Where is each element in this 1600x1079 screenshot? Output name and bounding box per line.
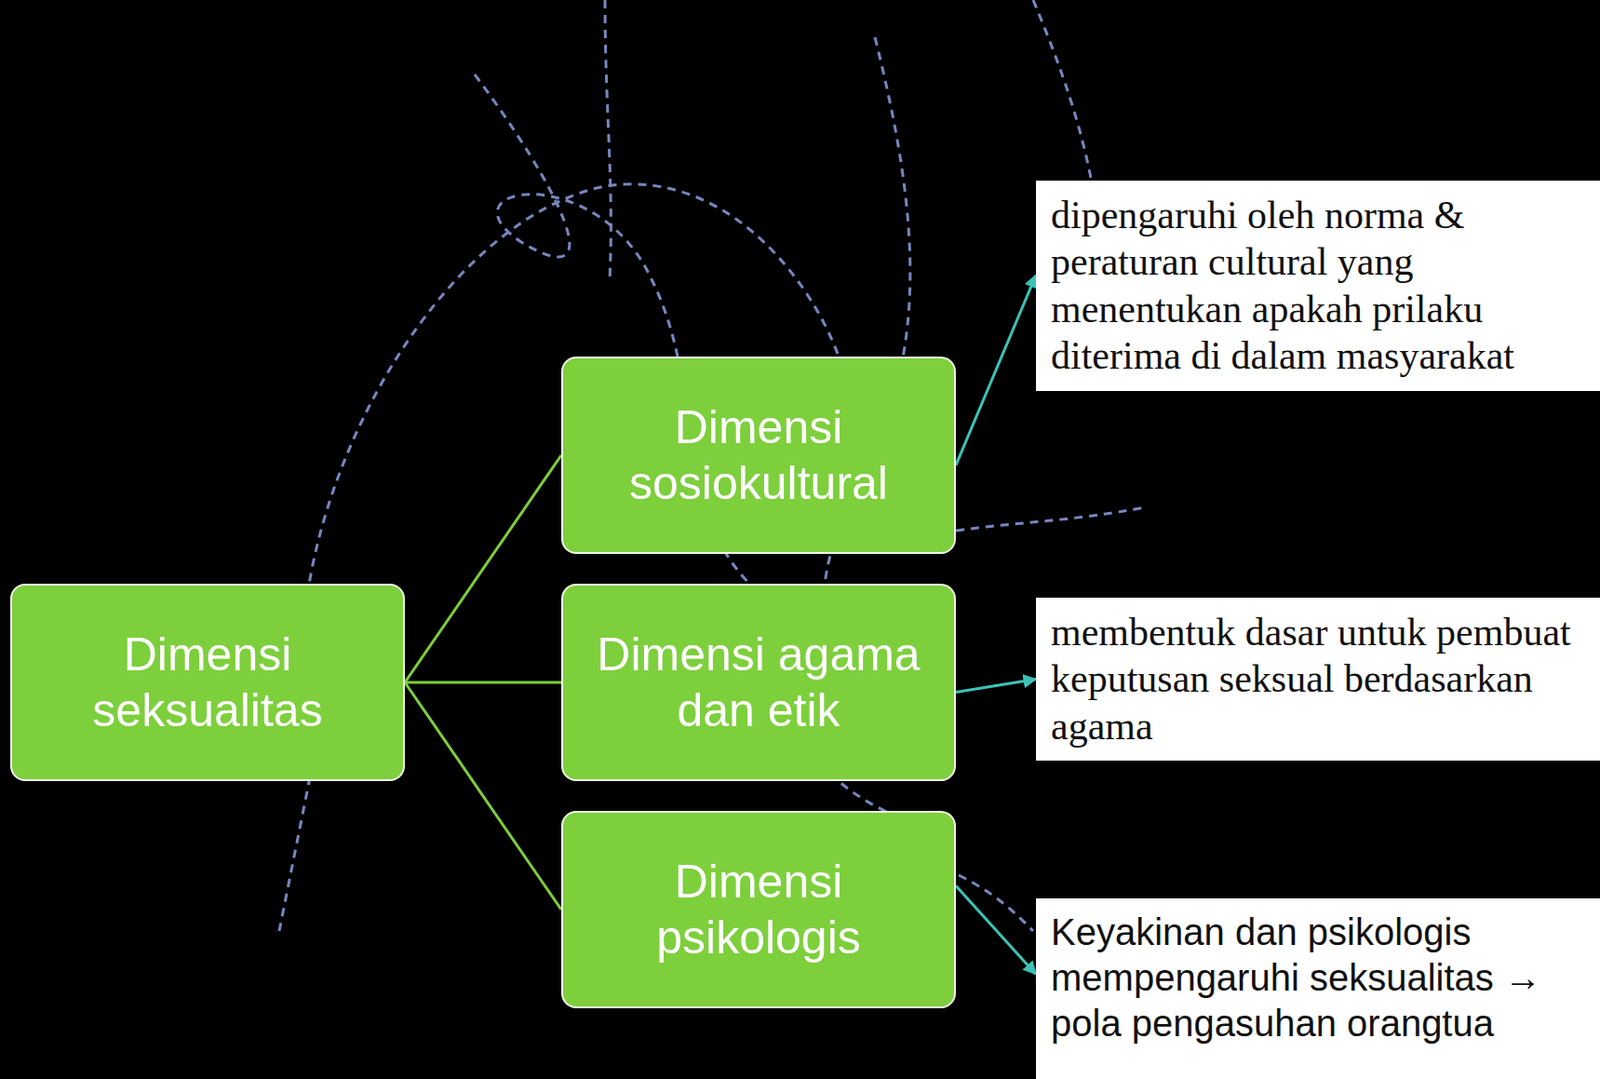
description-box: membentuk dasar untuk pembuat keputusan … xyxy=(1035,597,1600,761)
root-box: Dimensi seksualitas xyxy=(10,583,405,781)
dimension-box: Dimensi sosiokultural xyxy=(561,356,956,554)
node-text: Dimensi seksualitas xyxy=(25,626,390,739)
node-text: membentuk dasar untuk pembuat keputusan … xyxy=(1050,608,1586,750)
description-box: dipengaruhi oleh norma & peraturan cultu… xyxy=(1035,180,1600,391)
node-text: Keyakinan dan psikologis mempengaruhi se… xyxy=(1050,909,1586,1046)
node-text: Dimensi agama dan etik xyxy=(576,626,942,739)
arrow-connector xyxy=(955,275,1036,466)
node-text: Dimensi sosiokultural xyxy=(576,399,942,511)
dimension-box: Dimensi psikologis xyxy=(561,810,956,1009)
tree-connector xyxy=(404,682,562,910)
tree-connector xyxy=(404,681,562,685)
dimension-box: Dimensi agama dan etik xyxy=(561,583,956,781)
tree-connector xyxy=(404,455,562,683)
node-text: dipengaruhi oleh norma & peraturan cultu… xyxy=(1050,191,1586,380)
description-box: Keyakinan dan psikologis mempengaruhi se… xyxy=(1035,898,1600,1079)
arrow-connector xyxy=(955,886,1036,975)
arrow-connector xyxy=(955,679,1036,693)
node-text: Dimensi psikologis xyxy=(576,853,942,966)
